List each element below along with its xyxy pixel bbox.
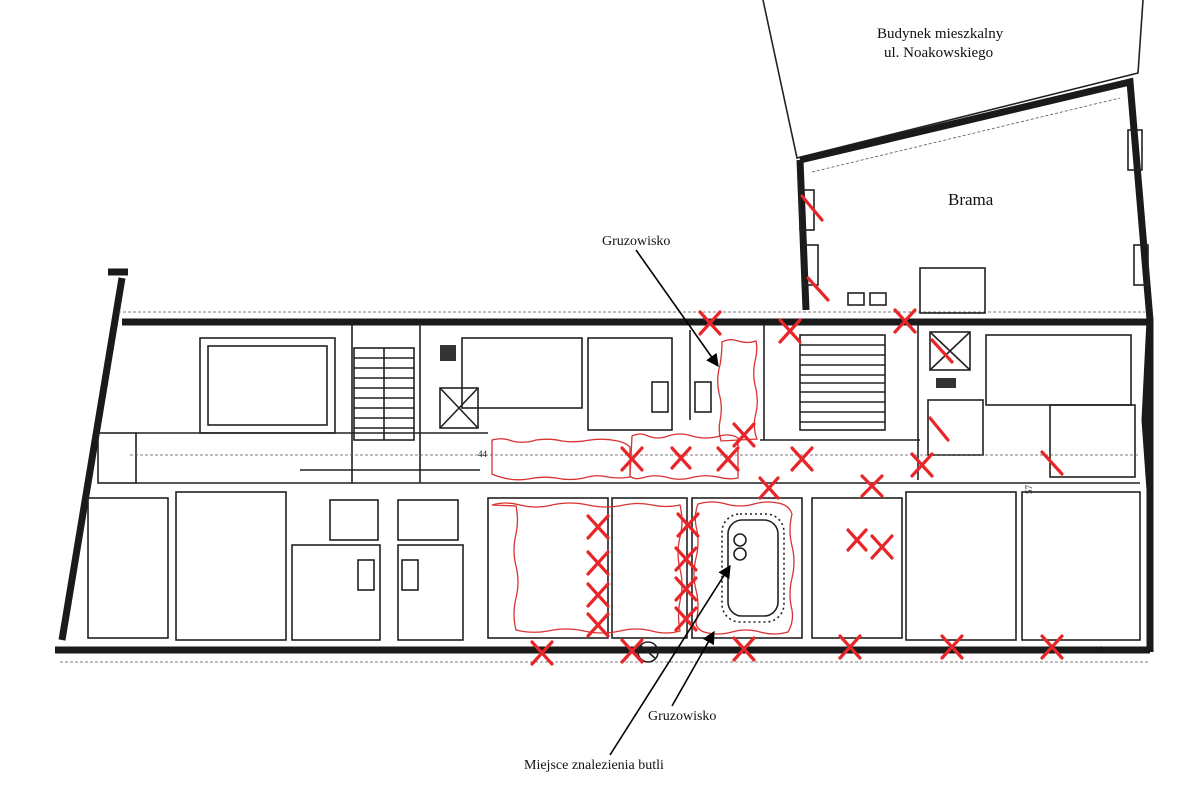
elevator-left (439, 345, 479, 429)
room-number-71: 71 (1094, 645, 1104, 654)
red-slash-mark (800, 194, 824, 222)
red-x-mark (790, 446, 814, 472)
stove-icons (357, 292, 887, 591)
red-x-mark (670, 446, 692, 470)
red-x-mark (838, 634, 862, 660)
red-slash-marks (800, 194, 1064, 476)
rubble-area-room-cylinder (693, 501, 795, 635)
interior-partitions (87, 267, 1141, 641)
red-x-mark (732, 636, 756, 662)
red-x-mark (893, 308, 917, 334)
red-x-mark (698, 310, 722, 336)
red-x-mark (674, 606, 698, 632)
red-x-mark (586, 514, 610, 540)
neighbour-building-outline (762, 0, 1144, 159)
gas-cylinder-icon (721, 513, 785, 623)
red-x-mark (1040, 634, 1064, 660)
rubble-area-room-left (491, 502, 683, 634)
red-x-mark (778, 318, 802, 344)
gate-label: Brama (948, 190, 994, 209)
red-x-mark (910, 452, 934, 478)
red-x-mark (586, 550, 610, 576)
red-x-mark (870, 534, 894, 560)
red-x-mark (940, 634, 964, 660)
red-slash-mark (930, 338, 954, 364)
red-x-mark (530, 640, 554, 666)
red-x-mark (674, 576, 698, 602)
rubble-area-corridor-left (491, 438, 631, 481)
staircase-right (799, 334, 886, 431)
red-x-mark (586, 612, 610, 638)
gate-wing-walls (796, 77, 1154, 491)
elevator-right (929, 331, 971, 388)
red-x-mark (674, 546, 698, 572)
red-x-mark (586, 582, 610, 608)
rubble-label-top: Gruzowisko (602, 234, 670, 249)
red-x-mark (732, 422, 756, 448)
red-x-mark (758, 476, 780, 500)
main-block-walls (55, 268, 1154, 663)
red-x-marks (530, 308, 1064, 666)
rubble-areas (491, 339, 795, 635)
building-name-label: Budynek mieszkalny (877, 26, 1004, 42)
red-slash-mark (806, 276, 830, 302)
rubble-area-corridor-mid (629, 433, 739, 480)
round-door-symbol (637, 641, 659, 663)
red-x-mark (716, 446, 740, 472)
red-slash-mark (928, 416, 950, 442)
arrow-cylinder (609, 564, 731, 756)
cylinder-location-label: Miejsce znalezienia butli (524, 758, 664, 773)
arrow-rubble-bottom (671, 630, 715, 707)
staircase-left (353, 347, 415, 441)
red-x-mark (846, 528, 868, 552)
red-x-mark (676, 512, 700, 538)
room-number-44: 44 (478, 449, 488, 459)
arrow-rubble-top (635, 249, 719, 368)
red-x-mark (620, 638, 644, 664)
red-x-mark (620, 446, 644, 472)
street-name-label: ul. Noakowskiego (884, 45, 993, 61)
red-x-mark (860, 474, 884, 498)
room-number-57: 57 (1024, 485, 1034, 495)
rubble-area-shaft (717, 339, 758, 442)
rubble-label-bottom: Gruzowisko (648, 709, 716, 724)
annotation-arrows (609, 249, 731, 756)
red-slash-mark (1040, 450, 1064, 476)
